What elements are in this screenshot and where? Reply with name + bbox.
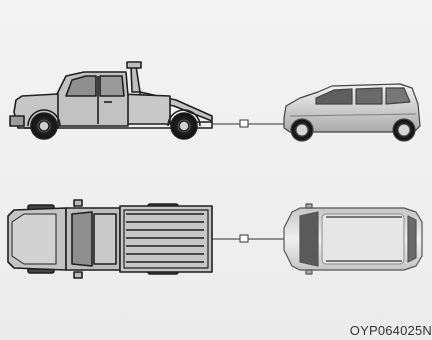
towed-minivan-top-view xyxy=(284,204,422,274)
tow-truck-side-view xyxy=(10,62,212,139)
tow-truck-top-view xyxy=(8,200,212,278)
tow-rope-side xyxy=(212,120,286,127)
figure-code: OYP064025N xyxy=(350,324,432,338)
tow-rope-top xyxy=(212,235,286,242)
towed-minivan-side-view xyxy=(284,84,420,141)
